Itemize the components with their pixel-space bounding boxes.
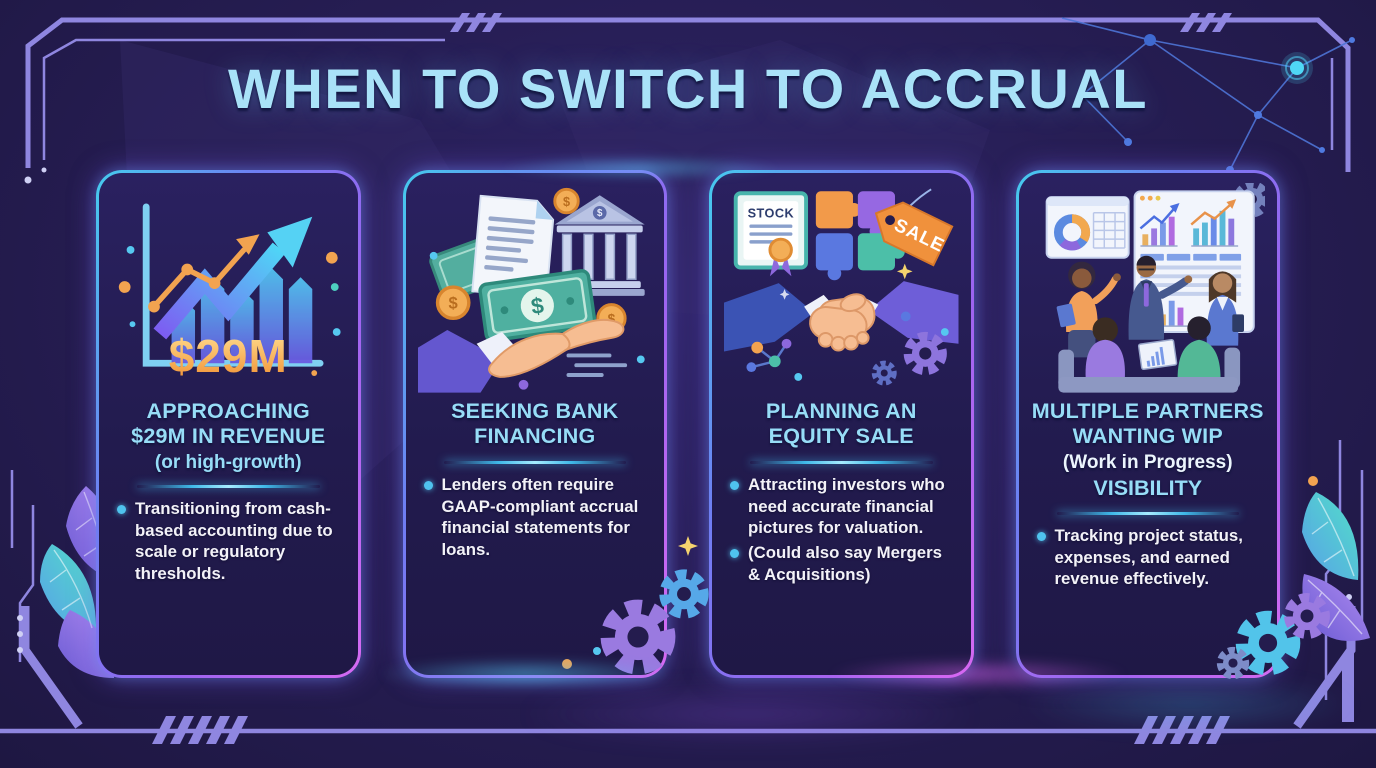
team-dashboard-illustration (1031, 183, 1266, 395)
dashboard-panel-left (1045, 196, 1130, 259)
mini-bar-chart-a (1139, 203, 1180, 247)
side-bar-right (1342, 642, 1354, 722)
growth-chart-icon (118, 203, 341, 376)
card-heading: APPROACHING $29M IN REVENUE (131, 399, 326, 449)
card-equity-sale-inner: STOCK (712, 173, 971, 675)
team-meeting-icon (1045, 183, 1266, 393)
card-subheading: (Work in Progress) (1062, 451, 1233, 473)
bullet-item: Lenders often require GAAP-compliant acc… (423, 474, 651, 561)
sale-tag-icon: SALE (874, 188, 954, 267)
bullet-text: Tracking project status, expenses, and e… (1054, 525, 1243, 589)
bullet-dot-icon (117, 504, 126, 514)
deco-dots (118, 246, 341, 376)
growth-chart-illustration: $29M (111, 183, 346, 395)
big-growth-arrow (153, 242, 286, 340)
card-approaching-revenue-inner: $29M APPROACHING $29M IN REVENUE (or hig… (99, 173, 358, 675)
svg-text:$: $ (607, 312, 615, 327)
heading-divider (443, 460, 626, 464)
heading-divider (750, 460, 933, 464)
bullet-text: Lenders often require GAAP-compliant acc… (441, 474, 639, 560)
equity-sale-illustration: STOCK (724, 183, 959, 395)
constellation-glow-node (1281, 52, 1313, 84)
handshake-deal-icon: STOCK (724, 188, 959, 395)
page-title: WHEN TO SWITCH TO ACCRUAL (228, 57, 1148, 120)
card-bank-financing: $ $ (402, 170, 667, 678)
hand-icon (417, 318, 624, 393)
card-equity-sale: STOCK (709, 170, 974, 678)
card-bank-financing-inner: $ $ (405, 173, 664, 675)
mini-bar-chart-b (1189, 199, 1236, 247)
laptop-icon (1137, 338, 1177, 370)
svg-text:$: $ (529, 293, 545, 320)
svg-text:$: $ (562, 195, 569, 209)
bullet-item: Transitioning from cash-based accounting… (117, 498, 344, 585)
sparkle-icons (779, 263, 913, 300)
person-woman-left (1056, 261, 1121, 358)
bar-chart-bars (171, 267, 313, 364)
cards-row: $29M APPROACHING $29M IN REVENUE (or hig… (96, 170, 1280, 678)
bullet-dot-icon (423, 480, 433, 490)
card-heading: PLANNING AN EQUITY SALE (765, 399, 917, 449)
card-heading: MULTIPLE PARTNERS WANTING WIP (1031, 399, 1264, 449)
card-wip-visibility-inner: MULTIPLE PARTNERS WANTING WIP (Work in P… (1018, 173, 1277, 675)
person-seated-left (1085, 317, 1125, 379)
hand-money-bank-icon: $ $ (417, 187, 645, 393)
card-subheading: (or high-growth) (154, 451, 302, 473)
banknote-front: $ (477, 269, 596, 343)
table-desk (1057, 376, 1238, 393)
hud-frame-dots (24, 167, 47, 184)
person-woman-right (1206, 271, 1244, 346)
card-heading-2: VISIBILITY (1093, 475, 1203, 500)
orange-trend-line (148, 234, 260, 313)
deco-dots (429, 251, 645, 390)
bullet-text: Attracting investors who need accurate f… (748, 474, 945, 538)
revenue-figure-label: $29M (111, 329, 346, 383)
hud-frame-slashes (152, 13, 1232, 744)
bullet-text: (Could also say Mergers & Acquisitions) (748, 543, 942, 585)
bullet-item: (Could also say Mergers & Acquisitions) (730, 542, 957, 586)
person-seated-right (1177, 316, 1221, 379)
bullet-dot-icon (730, 480, 739, 490)
gear-icon-small (875, 364, 894, 383)
bullet-item: Attracting investors who need accurate f… (730, 474, 957, 539)
person-man-center (1128, 255, 1192, 340)
card-wip-visibility: MULTIPLE PARTNERS WANTING WIP (Work in P… (1015, 170, 1280, 678)
bank-financing-illustration: $ $ (417, 183, 653, 395)
document-icon (470, 194, 554, 299)
bullet-dot-icon (1036, 531, 1046, 541)
svg-text:$: $ (448, 294, 457, 313)
stock-label: STOCK (748, 207, 795, 221)
heading-divider (1056, 511, 1239, 515)
bullet-item: Tracking project status, expenses, and e… (1036, 525, 1264, 590)
card-bullets: Lenders often require GAAP-compliant acc… (418, 474, 653, 564)
card-bullets: Tracking project status, expenses, and e… (1031, 525, 1266, 593)
leaves-right (1302, 492, 1370, 642)
card-bullets: Transitioning from cash-based accounting… (111, 498, 346, 588)
card-approaching-revenue: $29M APPROACHING $29M IN REVENUE (or hig… (96, 170, 361, 678)
stock-certificate-icon: STOCK (733, 191, 809, 277)
svg-text:$: $ (597, 208, 603, 219)
handshake-icon (724, 281, 959, 352)
card-bullets: Attracting investors who need accurate f… (724, 474, 959, 589)
dash-lines (566, 353, 627, 377)
gear-icon (909, 337, 942, 370)
card-heading: SEEKING BANK FINANCING (451, 399, 619, 449)
big-arrow-head (267, 216, 313, 268)
heading-divider (137, 484, 320, 488)
bullet-dot-icon (730, 549, 739, 559)
bullet-text: Transitioning from cash-based accounting… (135, 498, 333, 584)
